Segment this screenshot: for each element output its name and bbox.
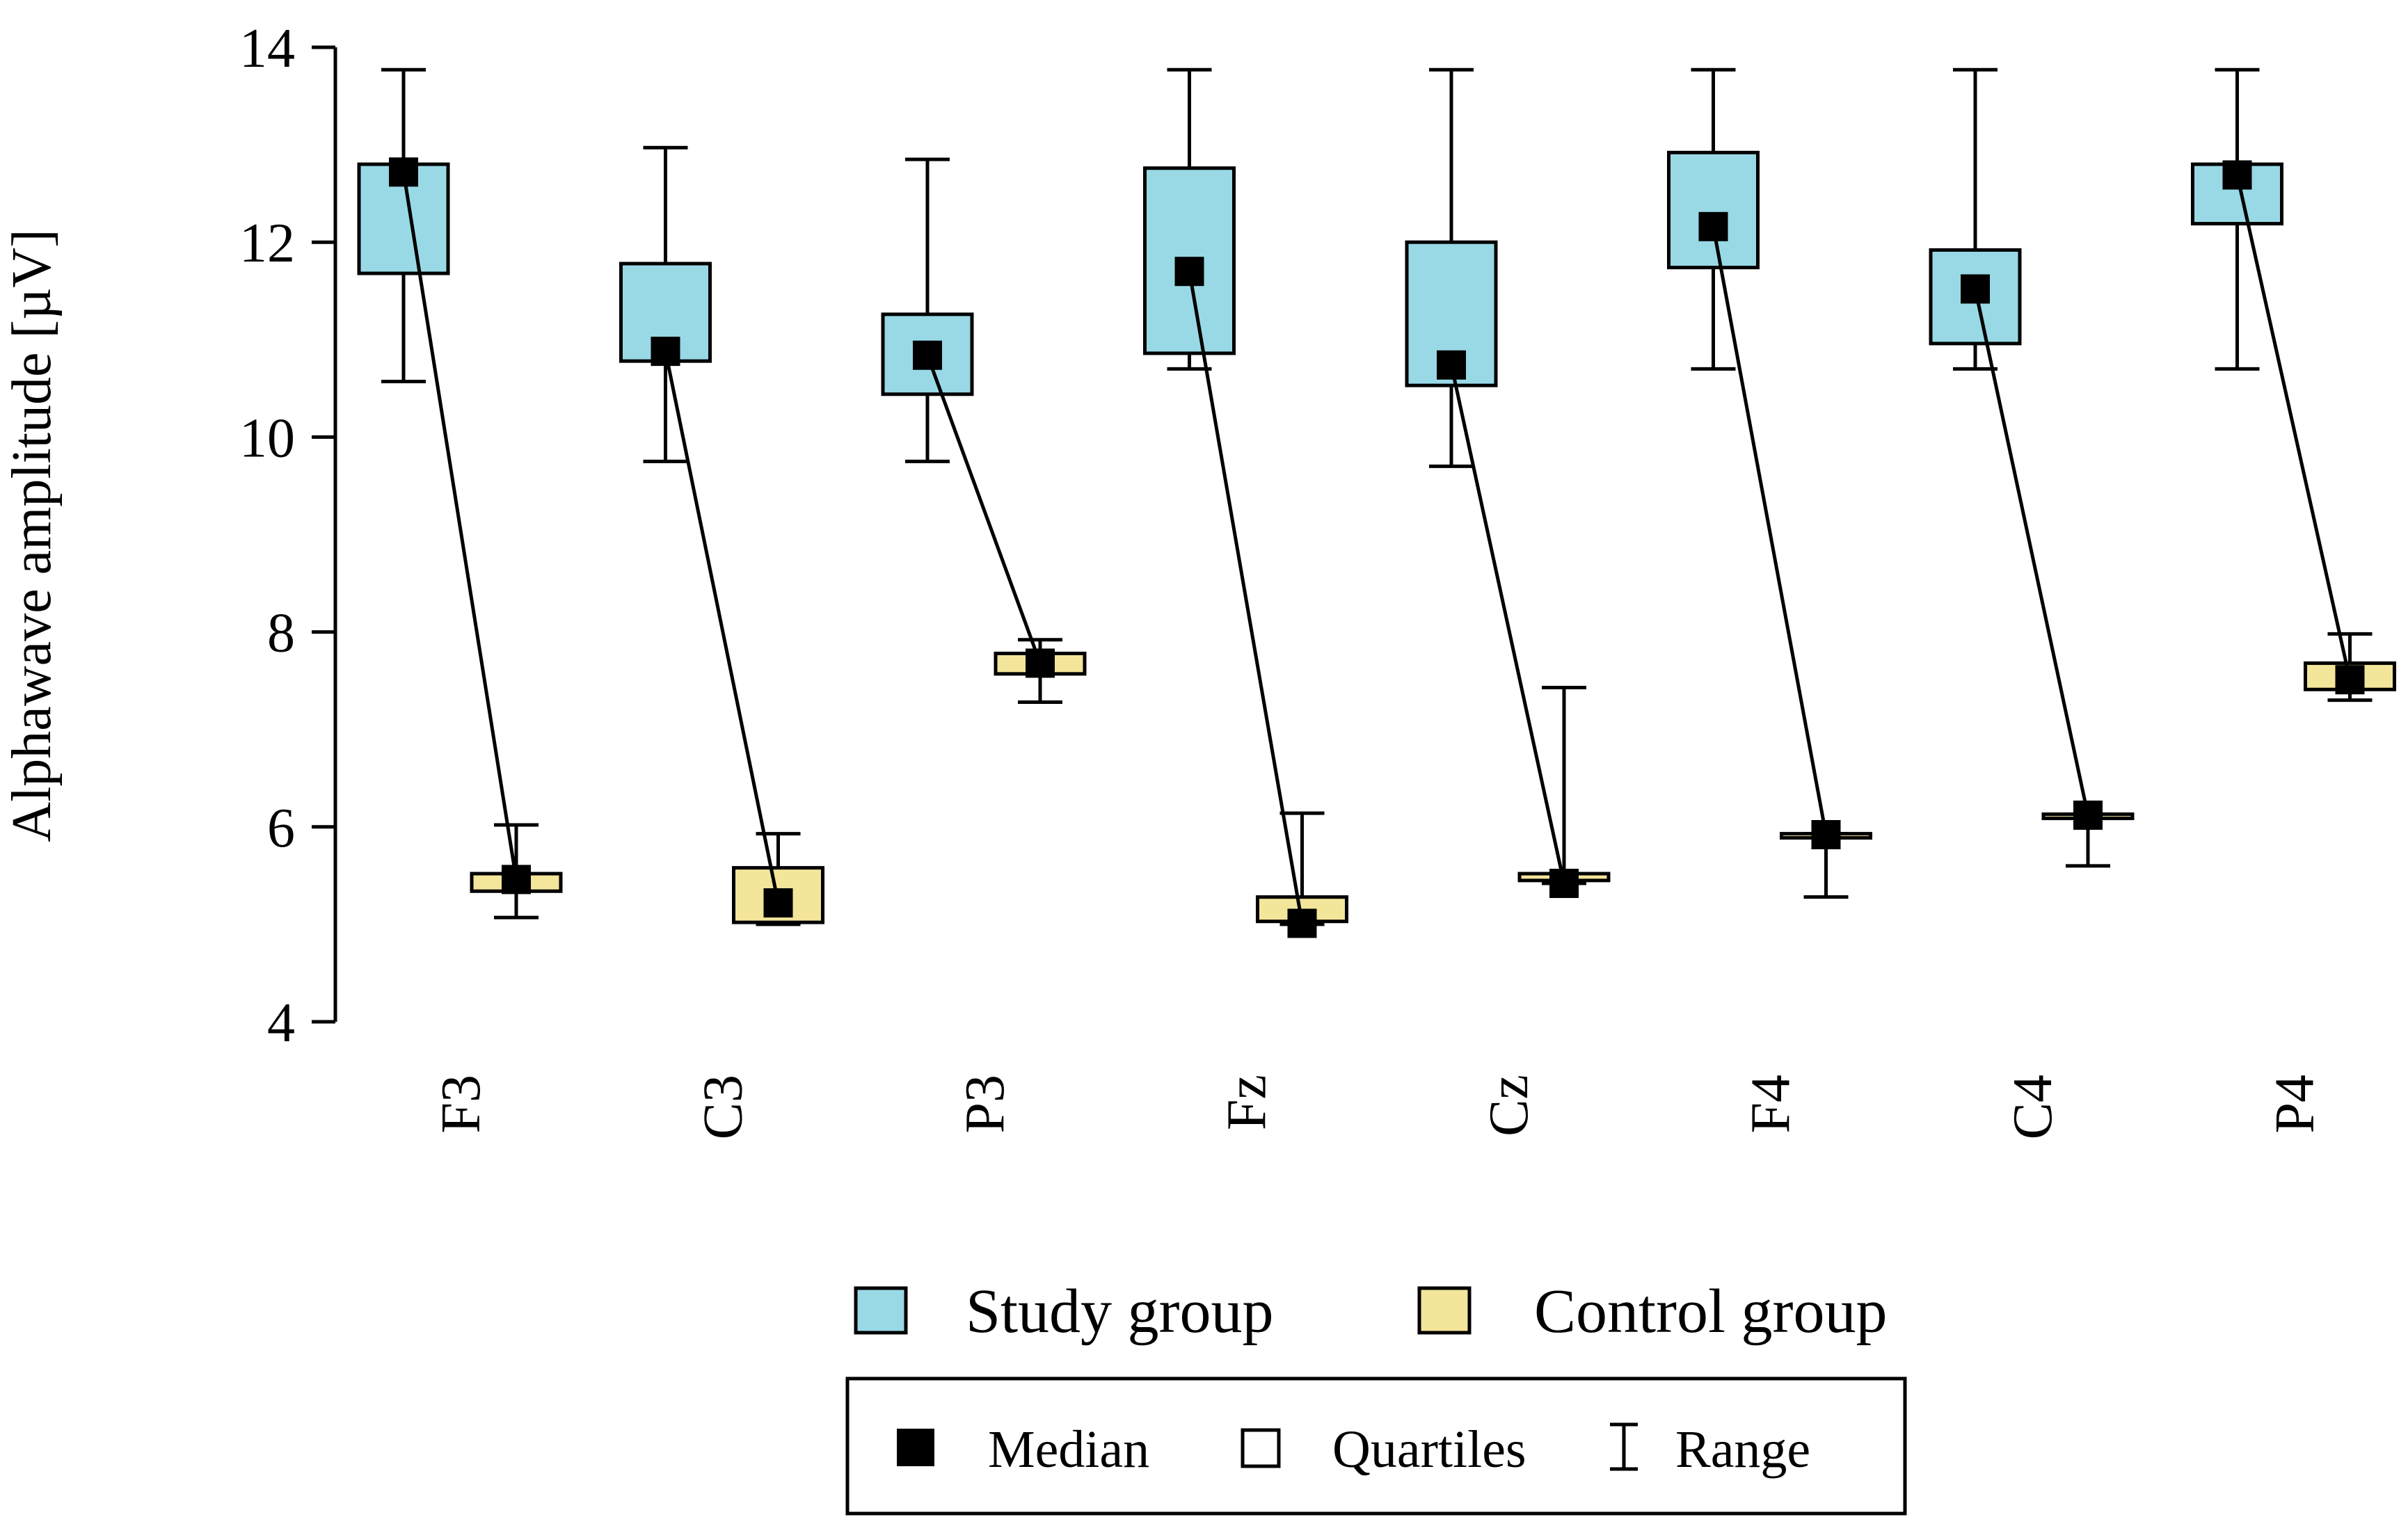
control-group-median-marker <box>2335 665 2365 695</box>
y-axis-title: Alphawave amplitude [µV] <box>1 229 63 842</box>
y-tick-label: 8 <box>267 603 295 664</box>
study-group-median-marker <box>1698 211 1728 241</box>
x-category-label: F3 <box>431 1075 492 1134</box>
y-tick-label: 6 <box>267 798 295 859</box>
study-group-box <box>357 67 450 384</box>
control-group-label: Control group <box>1534 1277 1887 1346</box>
symbol-key-frame <box>845 1377 1907 1516</box>
study-group-box <box>1143 67 1236 371</box>
x-category-label: Fz <box>1217 1075 1278 1130</box>
quartile-box <box>1667 150 1760 270</box>
range-key-label: Range <box>1675 1420 1810 1479</box>
study-group-median-marker <box>389 157 418 187</box>
control-group-median-marker <box>1287 908 1317 938</box>
x-category-label: Cz <box>1478 1075 1540 1137</box>
median-connector-line <box>1449 364 1566 884</box>
median-connector-line <box>664 351 780 904</box>
control-group-median-marker <box>2073 800 2103 830</box>
y-tick-label: 10 <box>239 408 295 469</box>
median-connector-line <box>1188 271 1304 924</box>
x-category-label: C3 <box>693 1075 754 1139</box>
study-group-box <box>2191 67 2283 371</box>
median-connector-line <box>1973 288 2090 816</box>
study-group-median-marker <box>913 340 942 370</box>
x-category-label: P3 <box>955 1075 1016 1134</box>
study-group-median-marker <box>1437 350 1466 380</box>
control-group-box <box>1517 685 1611 885</box>
median-connector-line <box>2235 174 2352 680</box>
control-group-median-marker <box>1549 869 1579 899</box>
y-tick-label: 14 <box>239 18 295 79</box>
study-group-median-marker <box>651 337 680 367</box>
x-category-label: P4 <box>2265 1075 2326 1134</box>
study-group-box <box>881 157 974 463</box>
study-group-label: Study group <box>966 1277 1274 1346</box>
study-group-median-marker <box>2222 160 2252 190</box>
study-group-swatch <box>854 1286 908 1335</box>
control-group-median-marker <box>763 888 793 918</box>
control-group-median-marker <box>1811 820 1841 850</box>
study-group-box <box>1667 67 1760 371</box>
study-group-box <box>619 145 712 463</box>
control-group-median-marker <box>502 865 531 894</box>
median-connector-line <box>1712 226 1828 835</box>
quartile-box <box>1405 240 1498 387</box>
study-group-box <box>1929 67 2022 371</box>
y-tick-label: 4 <box>267 993 295 1054</box>
symbol-key-legend: Median Quartiles Range <box>845 1377 1907 1516</box>
range-symbol <box>1610 1422 1638 1471</box>
x-category-label: C4 <box>2002 1075 2064 1139</box>
control-group-swatch <box>1417 1286 1472 1335</box>
quartiles-symbol <box>1241 1428 1281 1468</box>
quartiles-key-label: Quartiles <box>1332 1420 1526 1479</box>
study-group-median-marker <box>1961 274 1990 304</box>
group-legend: Study group Control group <box>854 1277 1887 1346</box>
study-group-box <box>1405 67 1498 468</box>
control-group-median-marker <box>1026 648 1055 678</box>
median-symbol <box>897 1429 934 1466</box>
median-key-label: Median <box>988 1420 1149 1479</box>
study-group-median-marker <box>1174 257 1204 287</box>
median-connector-line <box>401 171 518 880</box>
median-connector-line <box>925 354 1042 664</box>
plot-area <box>357 67 2396 938</box>
x-category-label: F4 <box>1741 1075 1802 1134</box>
control-group-box <box>1256 811 1348 926</box>
y-tick-label: 12 <box>239 213 295 274</box>
